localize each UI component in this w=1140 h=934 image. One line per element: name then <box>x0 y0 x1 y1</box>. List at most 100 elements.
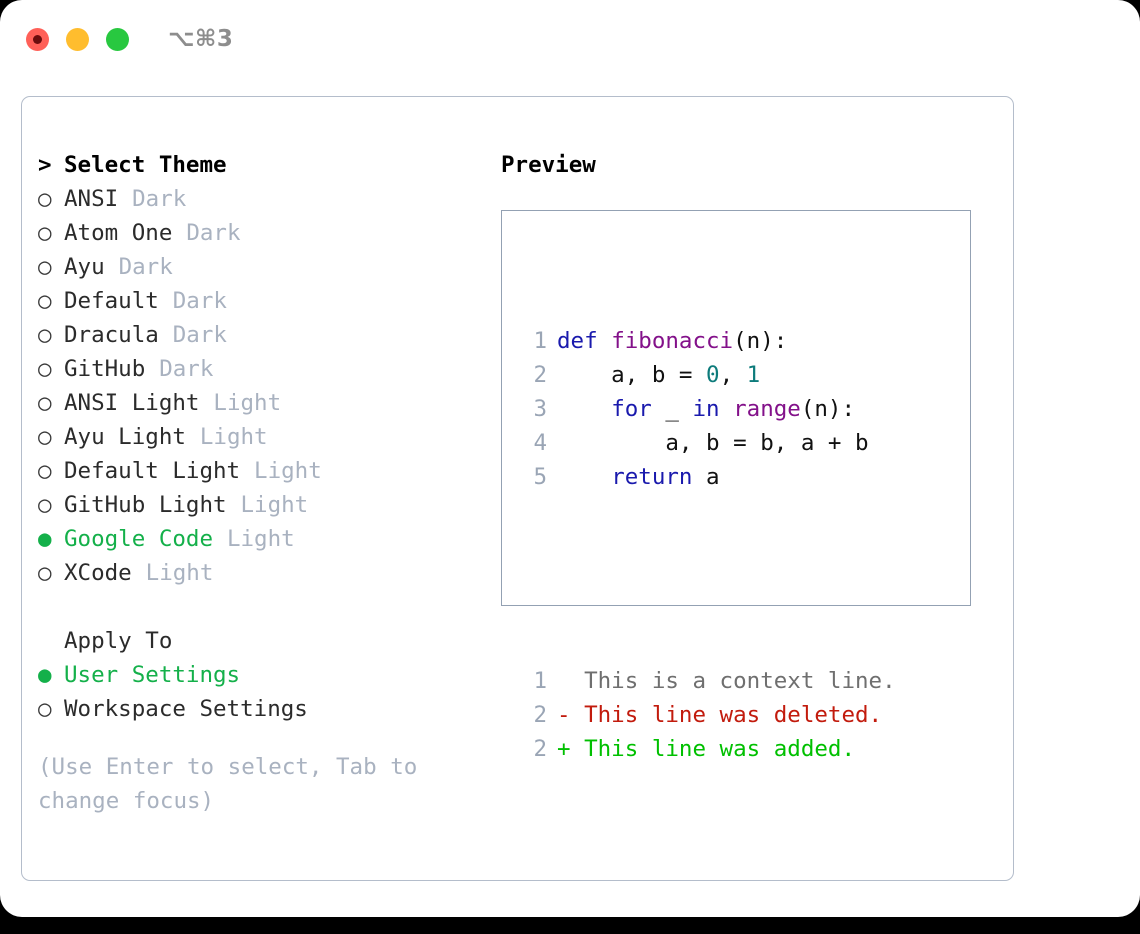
theme-option-name: GitHub <box>64 356 146 382</box>
theme-option-name: Ayu <box>64 254 105 280</box>
code-token-num: 1 <box>746 362 761 388</box>
line-number: 1 <box>533 668 547 694</box>
list-spacer <box>38 594 488 628</box>
theme-option-name: ANSI Light <box>64 390 200 416</box>
theme-option-variant: Dark <box>172 288 227 314</box>
code-line-text: for _ in range(n): <box>557 392 855 426</box>
theme-option-variant: Dark <box>132 186 187 212</box>
radio-unselected-icon: ○ <box>38 186 52 212</box>
code-token-pun: a, b = b, a + b <box>557 430 869 456</box>
code-token-pun: a <box>692 464 720 490</box>
theme-option-variant: Light <box>199 424 268 450</box>
radio-unselected-icon: ○ <box>38 458 52 484</box>
theme-option-variant: Dark <box>186 220 241 246</box>
theme-option-name: GitHub Light <box>64 492 227 518</box>
preview-title: Preview <box>501 152 596 178</box>
apply-to-option-user-settings[interactable]: ●User Settings <box>38 662 488 696</box>
prompt-caret-icon: > <box>38 152 52 178</box>
theme-option-name: Ayu Light <box>64 424 186 450</box>
code-token-pun: (n): <box>733 328 788 354</box>
code-token-kw: return <box>611 464 693 490</box>
radio-unselected-icon: ○ <box>38 356 52 382</box>
code-token-fn: fibonacci <box>611 328 734 354</box>
theme-option-github-light[interactable]: ○ GitHub Light Light <box>38 492 488 526</box>
radio-unselected-icon: ○ <box>38 696 52 722</box>
diff-line-text: This is a context line. <box>557 668 896 694</box>
apply-to-option-workspace-settings[interactable]: ○ Workspace Settings <box>38 696 488 730</box>
line-number: 1 <box>533 328 547 354</box>
code-line: 2 a, b = 0, 1 <box>517 358 896 392</box>
theme-option-variant: Light <box>213 390 282 416</box>
diff-sample: 1 This is a context line.2- This line wa… <box>517 664 896 766</box>
code-token-num: 0 <box>706 362 720 388</box>
code-token-pun <box>720 396 734 422</box>
apply-to-option-list: ●User Settings○ Workspace Settings <box>38 662 488 730</box>
theme-option-name: Google Code <box>64 526 214 552</box>
theme-option-variant: Light <box>226 526 295 552</box>
page-title: Select Theme <box>64 152 227 178</box>
code-line: 4 a, b = b, a + b <box>517 426 896 460</box>
theme-option-name: Atom One <box>64 220 173 246</box>
code-token-fn: range <box>733 396 801 422</box>
apply-to-heading: Apply To <box>38 628 488 662</box>
line-number: 2 <box>533 362 547 388</box>
radio-unselected-icon: ○ <box>38 288 52 314</box>
radio-unselected-icon: ○ <box>38 254 52 280</box>
theme-option-name: Default <box>64 288 159 314</box>
diff-line-ctx: 1 This is a context line. <box>517 664 896 698</box>
keyboard-hint-text: (Use Enter to select, Tab to change focu… <box>38 754 418 814</box>
apply-to-option-name: Workspace Settings <box>64 696 308 722</box>
code-line-text: a, b = b, a + b <box>557 426 869 460</box>
line-number: 5 <box>533 464 547 490</box>
theme-option-variant: Light <box>254 458 322 484</box>
theme-option-variant: Dark <box>172 322 227 348</box>
theme-option-atom-one[interactable]: ○ Atom One Dark <box>38 220 488 254</box>
code-token-pun: _ <box>651 396 693 422</box>
diff-line-text: + This line was added. <box>557 736 856 762</box>
apply-to-marker-slot <box>38 628 64 654</box>
theme-option-google-code[interactable]: ● Google Code Light <box>38 526 488 560</box>
line-number: 2 <box>533 736 547 762</box>
theme-option-ayu[interactable]: ○ Ayu Dark <box>38 254 488 288</box>
code-line: 5 return a <box>517 460 896 494</box>
traffic-light-buttons <box>26 27 129 51</box>
close-button[interactable] <box>26 27 49 51</box>
radio-selected-icon: ● <box>38 526 52 552</box>
radio-unselected-icon: ○ <box>38 220 52 246</box>
radio-unselected-icon: ○ <box>38 322 52 348</box>
minimize-button[interactable] <box>66 27 89 51</box>
line-number: 4 <box>533 430 547 456</box>
code-token-pun <box>557 396 611 422</box>
theme-option-name: ANSI <box>64 186 119 212</box>
theme-option-variant: Dark <box>118 254 173 280</box>
diff-line-del: 2- This line was deleted. <box>517 698 896 732</box>
code-token-pun: (n): <box>800 396 856 422</box>
code-line-text: a, b = 0, 1 <box>557 358 760 392</box>
theme-option-name: Dracula <box>64 322 159 348</box>
theme-option-ansi[interactable]: ○ ANSI Dark <box>38 186 488 220</box>
theme-option-dracula[interactable]: ○ Dracula Dark <box>38 322 488 356</box>
radio-unselected-icon: ○ <box>38 560 52 586</box>
radio-unselected-icon: ○ <box>38 492 52 518</box>
maximize-button[interactable] <box>106 27 129 51</box>
title-bar: ⌥⌘3 <box>0 0 1140 78</box>
radio-selected-icon: ● <box>38 662 52 688</box>
code-line: 3 for _ in range(n): <box>517 392 896 426</box>
theme-option-default[interactable]: ○ Default Dark <box>38 288 488 322</box>
theme-option-variant: Light <box>240 492 309 518</box>
code-token-pun: , <box>719 362 747 388</box>
theme-option-name: XCode <box>64 560 132 586</box>
